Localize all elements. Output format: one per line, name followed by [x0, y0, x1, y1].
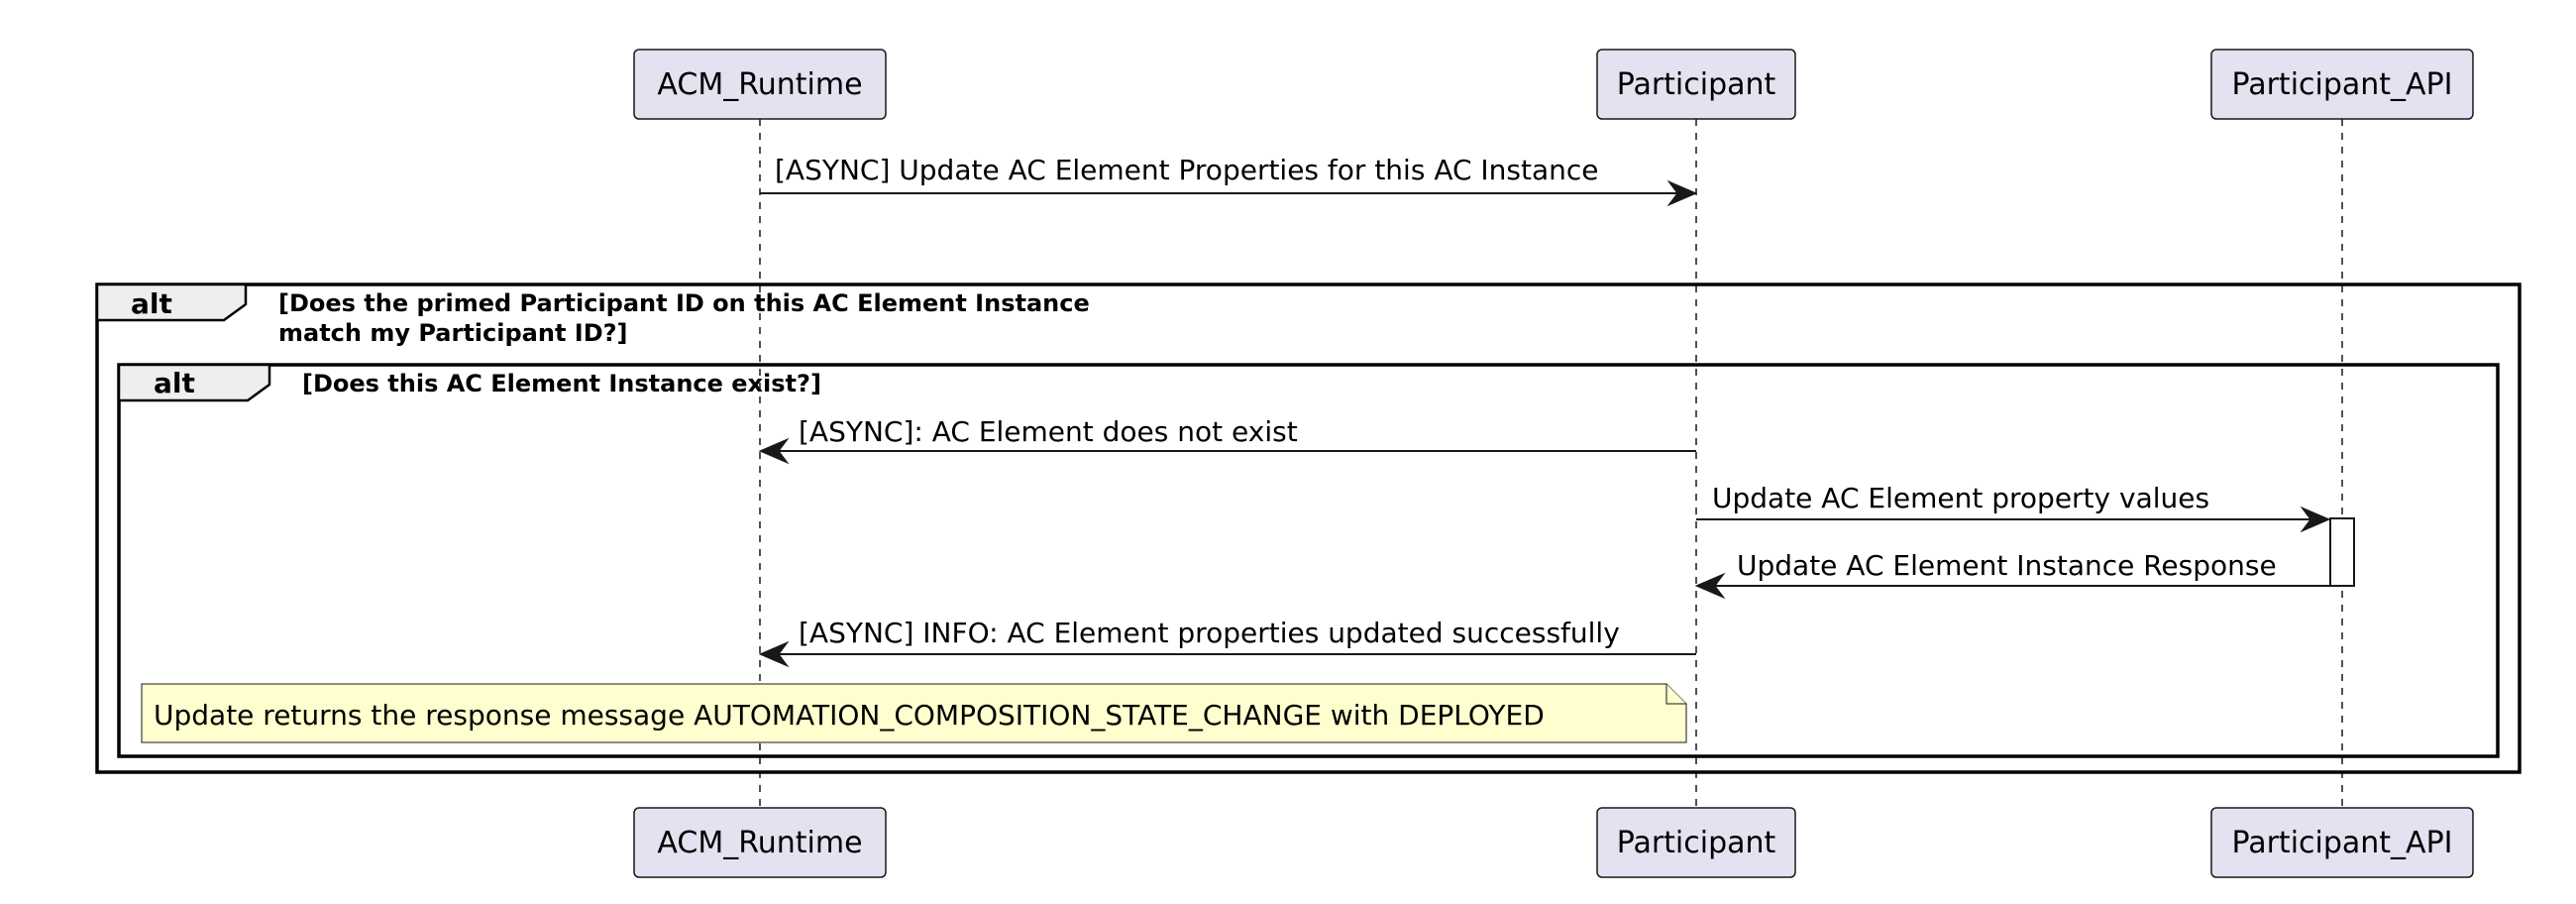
participant-participant-bottom: Participant — [1596, 807, 1796, 878]
outer-alt-guard-line-2: match my Participant ID?] — [278, 319, 628, 347]
inner-alt-tab — [117, 363, 271, 402]
outer-alt-frame: alt [Does the primed Participant ID on t… — [95, 282, 2522, 774]
participant-label: Participant — [1617, 826, 1776, 860]
arrowhead-left — [1694, 572, 1726, 600]
message-label: Update AC Element property values — [1712, 482, 2209, 514]
note-box — [141, 683, 1687, 743]
note-fold — [1665, 684, 1686, 705]
participant-label: ACM_Runtime — [657, 826, 862, 860]
inner-alt-frame: alt [Does this AC Element Instance exist… — [117, 363, 2500, 758]
arrowhead-left — [758, 437, 790, 465]
participant-label: Participant_API — [2231, 826, 2452, 860]
arrowhead-right — [1666, 179, 1698, 207]
activation-bar-participant-api — [2329, 517, 2355, 587]
inner-alt-keyword: alt — [154, 367, 195, 399]
participant-participant-top: Participant — [1596, 49, 1796, 120]
inner-alt-guard: [Does this AC Element Instance exist?] — [302, 370, 821, 397]
participant-label: ACM_Runtime — [657, 67, 862, 102]
message-label: [ASYNC] INFO: AC Element properties upda… — [799, 617, 1620, 649]
arrowhead-right — [2300, 506, 2331, 533]
message-label: [ASYNC] Update AC Element Properties for… — [775, 154, 1599, 186]
outer-alt-tab — [95, 282, 248, 322]
message-instance-response: Update AC Element Instance Response — [1694, 549, 2330, 600]
participant-acm-runtime-bottom: ACM_Runtime — [633, 807, 887, 878]
outer-alt-keyword: alt — [131, 287, 172, 320]
message-label: Update AC Element Instance Response — [1737, 549, 2277, 582]
message-update-property-values: Update AC Element property values — [1696, 482, 2331, 533]
message-element-not-exist: [ASYNC]: AC Element does not exist — [758, 415, 1696, 465]
message-update-properties: [ASYNC] Update AC Element Properties for… — [760, 154, 1698, 207]
participant-participant-api-bottom: Participant_API — [2210, 807, 2474, 878]
arrowhead-left — [758, 640, 790, 668]
outer-alt-guard-line-1: [Does the primed Participant ID on this … — [278, 289, 1090, 317]
participant-label: Participant_API — [2231, 67, 2452, 102]
note-text: Update returns the response message AUTO… — [154, 699, 1545, 732]
message-properties-updated: [ASYNC] INFO: AC Element properties upda… — [758, 617, 1696, 668]
participant-participant-api-top: Participant_API — [2210, 49, 2474, 120]
participant-acm-runtime-top: ACM_Runtime — [633, 49, 887, 120]
note: Update returns the response message AUTO… — [141, 683, 1687, 743]
participant-label: Participant — [1617, 67, 1776, 102]
message-label: [ASYNC]: AC Element does not exist — [799, 415, 1298, 448]
